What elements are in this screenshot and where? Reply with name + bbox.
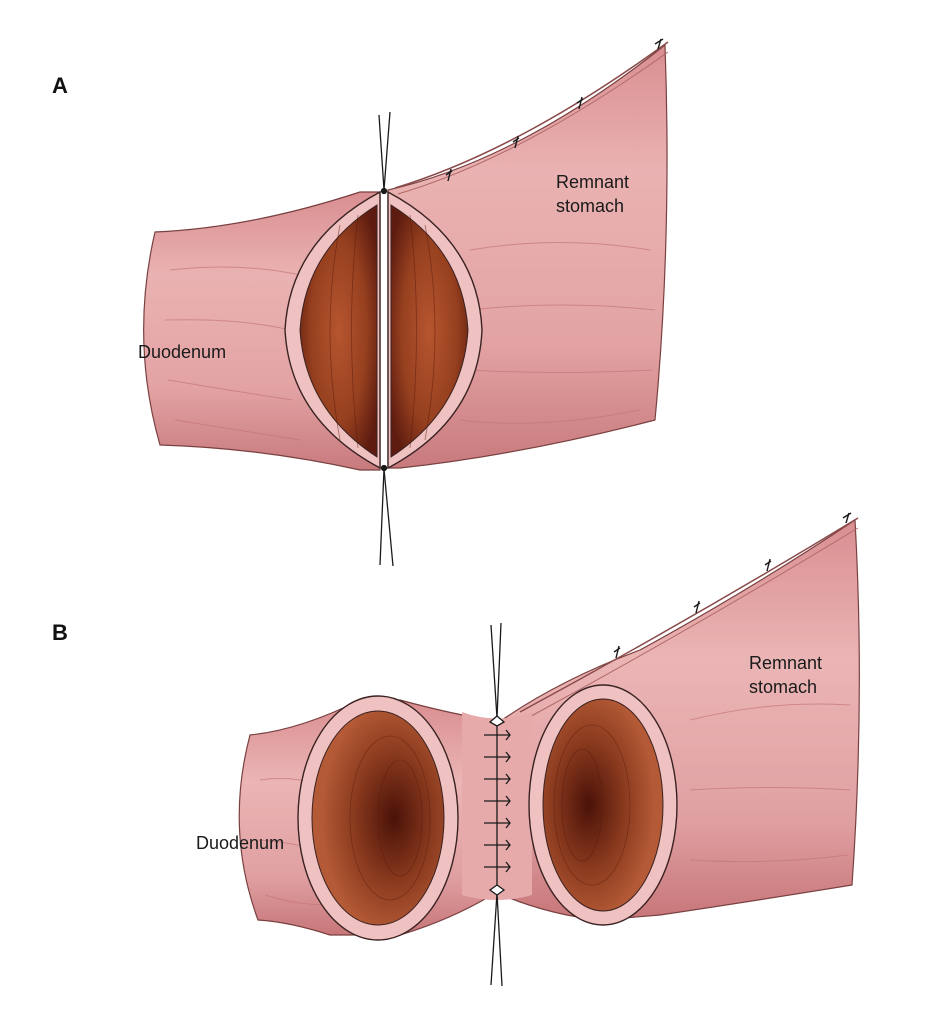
panel-a-stay-suture-top <box>378 111 391 195</box>
panel-a: A <box>52 38 669 567</box>
panel-b-letter: B <box>52 620 68 645</box>
panel-a-stay-suture-bottom <box>379 464 394 567</box>
panel-b-stomach-lumen <box>542 698 664 912</box>
panel-a-letter: A <box>52 73 68 98</box>
panel-b-posterior-sutures <box>484 725 511 890</box>
panel-b-stay-suture-bottom <box>488 884 506 987</box>
panel-b: B <box>52 512 860 987</box>
panel-b-stay-suture-top <box>488 622 506 727</box>
panel-b-stomach-label-line1: Remnant <box>749 653 822 673</box>
panel-a-duodenum-label: Duodenum <box>138 342 226 362</box>
panel-a-stomach-label-line2: stomach <box>556 196 624 216</box>
panel-a-stomach-label-line1: Remnant <box>556 172 629 192</box>
panel-b-duodenum-label: Duodenum <box>196 833 284 853</box>
panel-a-staple-marks <box>445 38 664 182</box>
panel-b-stomach-label-line2: stomach <box>749 677 817 697</box>
panel-a-right-mucosa <box>390 204 469 458</box>
panel-b-staple-marks <box>613 512 852 659</box>
